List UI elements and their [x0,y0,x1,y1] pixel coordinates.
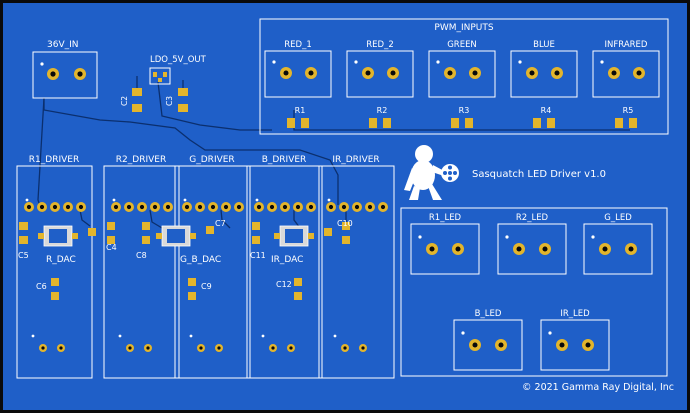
driver-columns: R1_DRIVER R2_DRIVER G_DRIVER B_DRIVER IR_DRI… [16,155,395,379]
resistor-pad [615,118,623,128]
pwm-channel-3: GREEN R3 [428,40,496,128]
led-output-label: R2_LED [516,213,549,223]
cap-c10: C10 [337,219,353,228]
driver-column-5: IR_DRIVER [318,155,395,379]
sasquatch-film-reel-icon [404,145,459,200]
cap-c2: C2 [120,96,129,106]
driver-label: R2_DRIVER [116,155,166,165]
cap-c11: C11 [250,251,266,260]
pwm-channel-label: INFRARED [605,40,648,50]
pwm-inputs-block: PWM_INPUTS RED_1R1RED_2R2GREENR3BLUER4IN… [259,18,669,135]
driver-column-2: R2_DRIVER [103,155,180,379]
dac-r-label: R_DAC [46,255,76,265]
pwm-channel-label: GREEN [447,40,477,50]
pwm-channel-5: INFRARED R5 [592,40,660,128]
pwm-channel-2: RED_2R2 [346,40,414,128]
resistor-pad [465,118,473,128]
dac-section: R_DAC G_B_DAC IR_DAC C4 C5 [18,219,353,300]
pwm-channel-label: BLUE [533,40,555,50]
cap-c4: C4 [106,243,117,252]
cap-c5: C5 [18,251,29,260]
cap-c3: C3 [165,96,174,106]
led-output-label: G_LED [604,213,632,223]
pwm-resistor-label: R4 [541,106,552,115]
led-output-4: B_LED [453,309,523,371]
pwm-resistor-label: R3 [459,106,470,115]
cap-c6: C6 [36,282,47,291]
ldo-label: LDO_5V_OUT [150,55,207,65]
copyright: © 2021 Gamma Ray Digital, Inc [522,382,674,393]
dac-chip-r [43,225,73,247]
driver-label: R1_DRIVER [29,155,79,165]
input-36v-block: 36V_IN [32,40,98,99]
led-outputs-block: R1_LED R2_LED G_LED B_LED IR_LED [400,207,668,377]
resistor-pad [369,118,377,128]
resistor-pad [547,118,555,128]
driver-column-1: R1_DRIVER [16,155,93,379]
driver-column-3: G_DRIVER [174,155,251,379]
cap-c8: C8 [136,251,147,260]
driver-label: G_DRIVER [189,155,234,165]
pwm-title: PWM_INPUTS [434,23,493,33]
driver-column-4: B_DRIVER [246,155,323,379]
pwm-channel-4: BLUE R4 [510,40,578,128]
led-output-1: R1_LED [410,213,480,275]
cap-c7: C7 [215,219,226,228]
dac-gb-label: G_B_DAC [180,255,221,265]
pwm-channel-1: RED_1R1 [264,40,332,128]
pwm-channel-label: RED_2 [366,40,393,50]
led-output-3: G_LED [583,213,653,275]
pwm-resistor-label: R1 [295,106,306,115]
pwm-channel-label: RED_1 [284,40,311,50]
dac-chip-ir [279,225,309,247]
resistor-pad [629,118,637,128]
cap-c12: C12 [276,280,292,289]
input-36v-label: 36V_IN [47,40,79,50]
resistor-pad [301,118,309,128]
resistor-pad [451,118,459,128]
smd-caps [19,222,350,300]
led-output-label: B_LED [475,309,502,319]
cap-c9: C9 [201,282,212,291]
led-output-label: R1_LED [429,213,462,223]
brand-title: Sasquatch LED Driver v1.0 [472,169,606,180]
resistor-pad [287,118,295,128]
dac-chip-gb [161,225,191,247]
driver-label: B_DRIVER [262,155,307,165]
pwm-resistor-label: R2 [377,106,388,115]
led-output-label: IR_LED [560,309,590,319]
led-output-2: R2_LED [497,213,567,275]
dac-ir-label: IR_DAC [271,255,303,265]
pwm-resistor-label: R5 [623,106,634,115]
driver-label: IR_DRIVER [332,155,379,165]
ldo-block: LDO_5V_OUT C2 C3 [120,55,207,112]
resistor-pad [383,118,391,128]
led-output-5: IR_LED [540,309,610,371]
resistor-pad [533,118,541,128]
